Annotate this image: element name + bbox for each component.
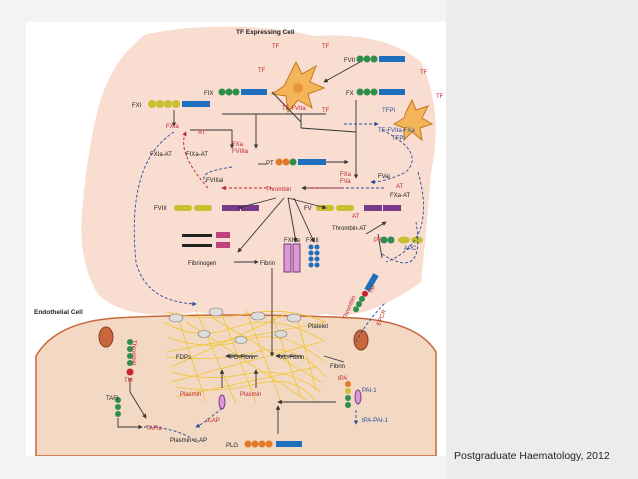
label-thrombin-left: Thrombin [130,340,136,365]
diagram-canvas: TF Expressing Cell TF TF TF TF TF TF FVI… [34,26,444,456]
molecule-tpa [345,381,351,408]
label-a2ap: α₂AP [206,418,220,424]
molecule-plg [244,440,302,448]
label-fva: FVa [340,179,351,185]
molecule-fvii [356,55,405,63]
label-plasmin-1: Plasmin [180,392,201,398]
label-tf-4: TF [322,108,330,114]
label-fxia: FXIa [166,124,179,130]
pathway-arrows [117,61,387,434]
label-tf-2: TF [322,44,330,50]
molecule-a2ap [218,394,226,410]
label-fviii: FVIII [154,206,167,212]
label-ps: PS [374,238,382,244]
endothelial-cell [35,314,437,456]
label-tf-5: TF [420,70,428,76]
label-plasmin-2: Plasmin [240,392,261,398]
nucleus-left [98,326,114,348]
label-tfpi: TFPI [382,108,395,114]
label-fxiii: FXIII [306,238,319,244]
label-thrombin: Thrombin [266,187,291,193]
label-fxa-at: FXa-AT [390,193,411,199]
label-pt: PT [266,161,274,167]
label-fxiiia: FXIIIa [284,238,301,244]
label-fxi: FXI [132,103,142,109]
molecule-tm-left [126,339,134,376]
label-tafia: TAFIa [146,426,163,432]
label-tm-rot: TM [368,284,377,294]
label-tf-fviia-fxa: TF-FVIIa-FXa [378,128,415,134]
molecule-thrombomodulin [353,273,379,313]
molecule-fx [356,88,405,96]
label-pd-fibrin: PD-Fibrin [230,355,255,361]
label-tfpi-2: TFPI [392,136,405,142]
label-fv: FV [304,206,312,212]
platelets [168,307,302,344]
label-fxa-fviiia: FXa [232,142,244,148]
coagulation-diagram: TF Expressing Cell TF TF TF TF TF TF FVI… [26,22,446,456]
label-fix: FIX [204,91,213,97]
slide-right-margin [446,0,638,479]
label-fviiia: FVIIIa [232,149,249,155]
citation: Postgraduate Haematology, 2012 [454,450,610,462]
label-tm-left: TM [124,378,133,384]
molecule-fxiii [308,244,320,268]
label-fxa-fva: FXa [340,172,352,178]
label-fvai: FVai [378,174,390,180]
label-fdps: FDPs [176,355,191,361]
label-tpa: tPA [338,376,347,382]
molecule-tafi [115,397,121,417]
label-platelet: Platelet [308,324,328,330]
regulation-arrows [133,121,425,443]
label-at-1: AT [198,130,206,136]
label-tf-6: TF [436,94,444,100]
label-thrombin-at: Thrombin-AT [332,226,367,232]
thrombin-feedback-arrows [182,131,344,191]
label-plasmin-a2ap: Plasmin-α₂AP [170,438,207,444]
label-fvii: FVII [344,58,355,64]
label-endothelial-cell: Endothelial Cell [34,309,83,316]
label-fixa-at: FIXa-AT [186,152,208,158]
molecule-fxiiia [283,243,301,273]
label-fx: FX [346,91,354,97]
molecule-fix [218,88,267,96]
label-apc: APC [404,246,417,252]
label-fviiiai: FVIIIai [206,178,223,184]
molecule-pt [275,158,326,166]
label-at-3: AT [352,214,360,220]
label-fibrinogen: Fibrinogen [188,261,216,267]
plasma-region [81,26,436,318]
label-pai1: PAI-1 [362,388,377,394]
molecule-fxi [148,100,210,108]
label-fibrin: Fibrin [260,261,275,267]
nucleus-right [353,329,369,351]
label-tpa-pai1: tPA-PAI-1 [362,418,388,424]
label-at-2: AT [396,184,404,190]
label-xl-fibrin: XL-Fibrin [280,355,304,361]
molecule-fibrinogen [182,232,230,248]
label-fxia-at: FXIa-AT [150,152,172,158]
label-tf-3: TF [258,68,266,74]
molecule-ps [380,236,423,244]
molecule-pai1 [354,389,362,405]
label-tf-1: TF [272,44,280,50]
label-fibrin-2: Fibrin [330,364,345,370]
label-tf-fviia: TF-FVIIa [282,106,306,112]
molecule-fviii [174,205,259,211]
label-tafi: TAFI [106,396,119,402]
label-tf-expressing-cell: TF Expressing Cell [236,29,295,36]
tf-cell-small [392,98,434,142]
label-plg: PLG [226,443,238,449]
